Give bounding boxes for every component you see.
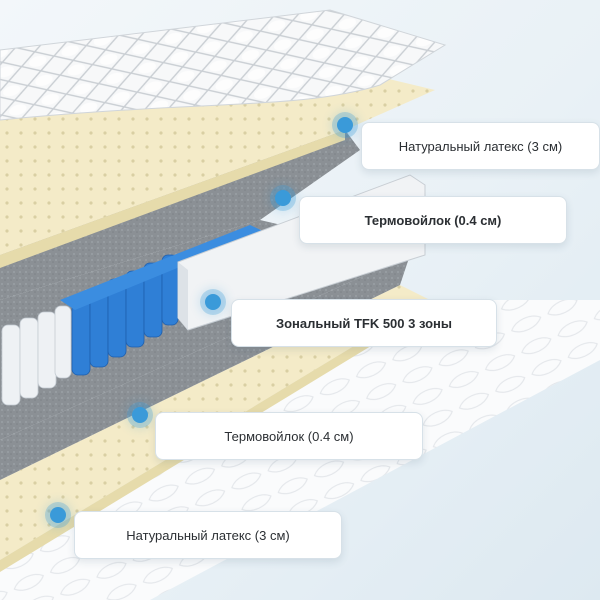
top-felt-layer <box>0 130 360 300</box>
layer-label-bottom-felt: Термовойлок (0.4 см) <box>155 412 423 460</box>
marker-dot[interactable] <box>205 294 221 310</box>
layer-label-spring-unit: Зональный TFK 500 3 зоны <box>231 299 497 347</box>
blue-springs <box>71 254 179 376</box>
layer-label-top-felt: Термовойлок (0.4 см) <box>299 196 567 244</box>
marker-dot[interactable] <box>50 507 66 523</box>
marker-dot[interactable] <box>275 190 291 206</box>
layer-label-top-latex: Натуральный латекс (3 см) <box>361 122 600 170</box>
quilted-top-cover <box>0 9 447 121</box>
white-springs <box>1 305 72 406</box>
marker-dot[interactable] <box>132 407 148 423</box>
layer-label-bottom-latex: Натуральный латекс (3 см) <box>74 511 342 559</box>
marker-dot[interactable] <box>337 117 353 133</box>
